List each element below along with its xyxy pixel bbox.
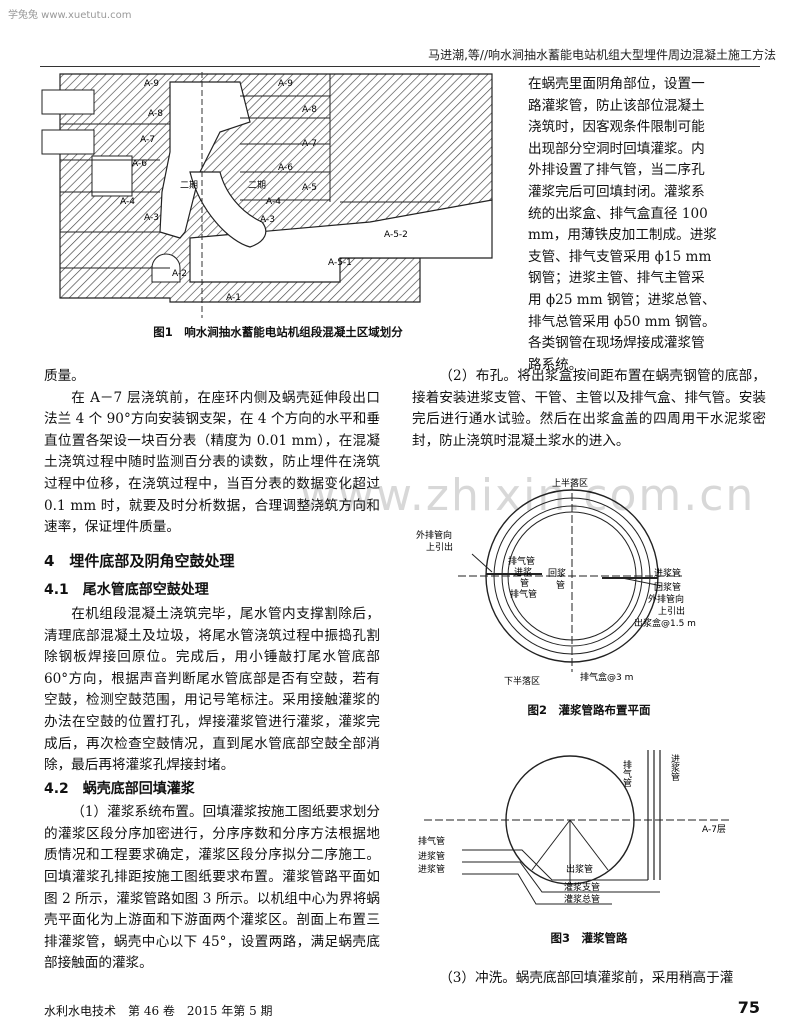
text-line: 灌浆完后可回填封闭。灌浆系 <box>528 183 705 200</box>
label-return-2: 管 <box>556 579 565 591</box>
text-line: 用 ϕ25 mm 钢管；进浆总管、 <box>528 291 716 308</box>
text-line: mm，用薄铁皮加工制成。进浆 <box>528 227 717 244</box>
runner-cone <box>189 171 267 248</box>
label-total: 灌浆总管 <box>564 893 600 905</box>
label-a8-left: A-8 <box>148 109 163 119</box>
label-vent: 排气管 <box>418 835 445 847</box>
gallery-left <box>91 155 133 197</box>
label-a3-right: A-3 <box>260 215 275 225</box>
label-inlet-1: 进浆管 <box>418 850 445 862</box>
section-4-heading: 4 埋件底部及阴角空鼓处理 <box>44 551 235 570</box>
pipe-route-1 <box>462 849 612 881</box>
label-a1: A-1 <box>226 293 241 303</box>
label-phase2-left: 二期 <box>180 180 198 191</box>
pipe-left-lower <box>41 129 95 155</box>
label-branch: 灌浆支管 <box>564 881 600 893</box>
label-a5-2: A-5-2 <box>384 230 408 240</box>
section-4-2-heading: 4.2 蜗壳底部回填灌浆 <box>44 780 195 797</box>
label-return: 回浆 <box>548 567 566 579</box>
label-outer-pipe-left: 外排管向 <box>416 529 452 541</box>
label-vent-pipe-2: 排气管 <box>510 588 537 600</box>
label-a9-left: A-9 <box>144 79 159 89</box>
label-a3-left: A-3 <box>144 213 159 223</box>
label-a5: A-5 <box>302 183 317 193</box>
text-line: 统的出浆盒、排气盒直径 100 <box>528 205 708 222</box>
leader-outer-right <box>621 577 663 587</box>
paragraph-drilling: （2）布孔。将出浆盒按间距布置在蜗壳钢管的底部，接着安装进浆支管、干管、主管以及… <box>412 368 766 449</box>
pipe-route-3 <box>462 873 612 905</box>
text-line: 出现部分空洞时回填灌浆。内 <box>528 140 705 157</box>
label-outlet-box: 出浆盒@1.5 m <box>634 617 696 629</box>
label-return-right: 回浆管 <box>654 581 681 593</box>
label-outer-right-2: 上引出 <box>658 605 685 617</box>
right-top-text: 在蜗壳里面阴角部位，设置一 路灌浆管，防止该部位混凝土 浇筑时，因客观条件限制可… <box>528 74 766 376</box>
text-line: 各类钢管在现场焊接成灌浆管 <box>528 335 705 352</box>
label-a9-right: A-9 <box>278 79 293 89</box>
watermark: 学兔兔 www.xuetutu.com <box>8 10 132 21</box>
header-rule <box>40 66 760 67</box>
label-a6-right: A-6 <box>278 163 293 173</box>
pipe-route-2 <box>462 861 612 893</box>
label-outlet: 出浆管 <box>566 863 593 875</box>
label-inlet: 进浆 <box>514 566 532 578</box>
paragraph-flushing: （3）冲洗。蜗壳底部回填灌浆前，采用稍高于灌 <box>439 970 734 986</box>
leader-outer-left <box>471 553 493 573</box>
label-pipe: 管 <box>520 577 529 589</box>
paragraph-grout-layout: （1）灌浆系统布置。回填灌浆按施工图纸要求划分的灌浆区段分序加密进行，分序序数和… <box>44 804 380 972</box>
label-a7-left: A-7 <box>140 135 155 145</box>
running-header: 马进潮,等//响水涧抽水蓄能电站机组大型埋件周边混凝土施工方法 <box>428 48 776 62</box>
figure-1-section-drawing: A-9 A-9 A-8 A-8 A-7 A-7 A-6 A-6 A-5 A-4 … <box>41 72 493 318</box>
label-vent-pipe: 排气管 <box>508 555 535 567</box>
label-inlet-2: 进浆管 <box>418 863 445 875</box>
radial-3 <box>569 819 609 871</box>
label-outer-right: 外排管向 <box>648 593 684 605</box>
paragraph-monitoring: 在 A－7 层浇筑前，在座环内侧及蜗壳延伸段出口法兰 4 个 90°方向安装钢支… <box>44 389 380 536</box>
figure-2-caption: 图2 灌浆管路布置平面 <box>527 703 651 717</box>
zone-lines <box>60 74 440 269</box>
label-vent-box: 排气盒@3 m <box>580 671 633 683</box>
paragraph-draft-tube: 在机组段混凝土浇筑完毕，尾水管内支撑割除后，清理底部混凝土及垃圾，将尾水管浇筑过… <box>44 605 380 774</box>
label-layer: A-7层 <box>702 824 726 835</box>
footer-journal: 水利水电技术 第 46 卷 2015 年第 5 期 <box>44 1004 273 1018</box>
paragraph-quality: 质量。 <box>44 368 85 384</box>
text-line: 在蜗壳里面阴角部位，设置一 <box>528 76 705 92</box>
label-lower-zone: 下半落区 <box>504 675 540 687</box>
label-a6-left: A-6 <box>132 159 147 169</box>
label-a8-right: A-8 <box>302 105 317 115</box>
text-line: 浇筑时，因客观条件限制可能 <box>528 119 705 136</box>
label-vent-vertical: 排气管 <box>621 759 632 787</box>
text-line: 排气总管采用 ϕ50 mm 钢管。 <box>528 313 716 330</box>
text-line: 路灌浆管，防止该部位混凝土 <box>528 97 705 114</box>
radial-1 <box>531 819 571 871</box>
label-a7-right: A-7 <box>302 139 317 149</box>
label-a4-left: A-4 <box>120 197 135 207</box>
text-line: 钢管；进浆主管、排气主管采 <box>528 270 705 287</box>
label-outer-pipe-left-2: 上引出 <box>426 541 453 553</box>
label-a5-1: A-5-1 <box>328 258 352 268</box>
text-line: 外排设置了排气管，当二序孔 <box>528 162 705 179</box>
figure-3-caption: 图3 灌浆管路 <box>550 931 628 945</box>
label-a2: A-2 <box>172 269 187 279</box>
label-a4-right: A-4 <box>266 197 281 207</box>
label-inlet-right: 进浆管 <box>654 567 681 579</box>
label-phase2-right: 二期 <box>248 180 266 191</box>
spiral-cavity <box>159 81 251 239</box>
text-line: 路系统。 <box>528 356 583 373</box>
text-line: 支管、排气支管采用 ϕ15 mm <box>528 248 712 265</box>
figure-1-caption: 图1 响水涧抽水蓄能电站机组段混凝土区域划分 <box>153 325 403 339</box>
draft-tube <box>189 199 493 283</box>
section-4-1-heading: 4.1 尾水管底部空鼓处理 <box>44 582 209 599</box>
pipe-left-upper <box>41 89 95 115</box>
figure-3-grout-pipes: 排气管 进浆管 排气管 进浆管 进浆管 出浆管 灌浆支管 灌浆总管 A-7层 <box>418 750 732 905</box>
label-inlet-vertical: 进浆管 <box>669 754 680 781</box>
figure-2-grout-plan: 上半落区 下半落区 外排管向 上引出 排气管 进浆 管 排气管 回浆 管 进浆管… <box>416 477 696 687</box>
left-column: 质量。 在 A－7 层浇筑前，在座环内侧及蜗壳延伸段出口法兰 4 个 90°方向… <box>44 366 380 975</box>
label-upper-zone: 上半落区 <box>552 477 588 489</box>
page-number: 75 <box>737 998 760 1017</box>
